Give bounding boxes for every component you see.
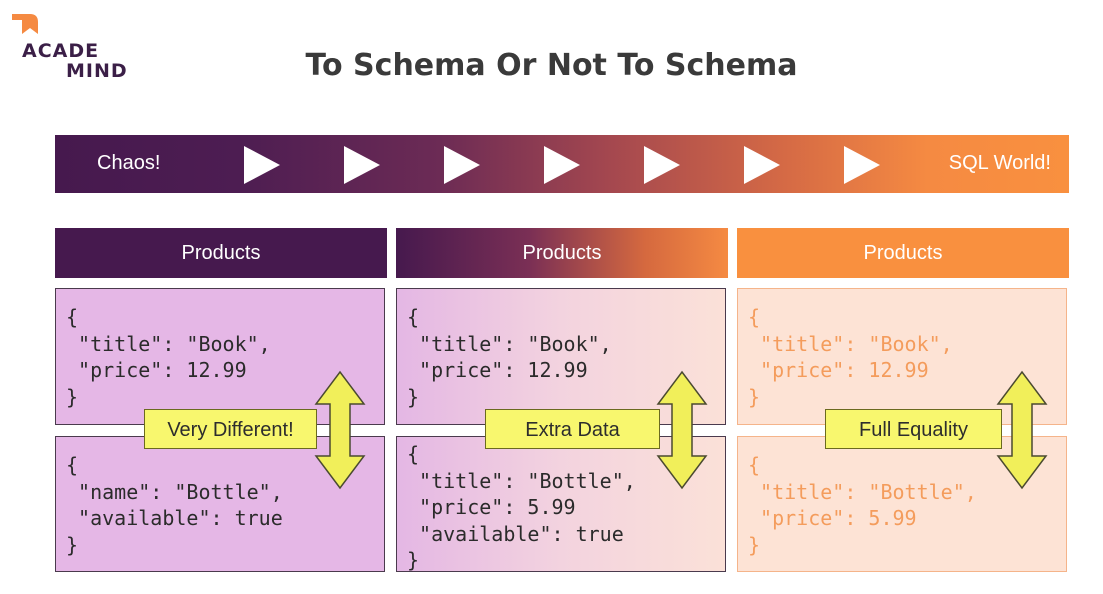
- double-arrow-icon: [314, 370, 366, 490]
- play-icon: [544, 146, 580, 184]
- comparison-label: Extra Data: [485, 409, 660, 449]
- document-card: { "title": "Bottle", "price": 5.99 "avai…: [396, 436, 726, 572]
- logo-text-line1: ACADE: [22, 40, 100, 62]
- logo-text-line2: MIND: [66, 60, 128, 82]
- scale-left-label: Chaos!: [97, 152, 161, 174]
- page-title: To Schema Or Not To Schema: [305, 48, 798, 83]
- schema-scale-bar: Chaos! SQL World!: [55, 135, 1069, 193]
- play-icon: [744, 146, 780, 184]
- double-arrow-icon: [656, 370, 708, 490]
- double-arrow-icon: [996, 370, 1048, 490]
- play-icon: [244, 146, 280, 184]
- document-card: { "title": "Bottle", "price": 5.99 }: [737, 436, 1067, 572]
- logo-bookmark-icon: [12, 14, 38, 34]
- document-card: { "title": "Book", "price": 12.99 }: [55, 288, 385, 425]
- column-header-products: Products: [55, 228, 387, 278]
- play-icon: [644, 146, 680, 184]
- column-header-products: Products: [396, 228, 728, 278]
- comparison-label: Very Different!: [144, 409, 317, 449]
- comparison-label: Full Equality: [825, 409, 1002, 449]
- play-icon: [444, 146, 480, 184]
- academind-logo: ACADE MIND: [10, 12, 140, 82]
- play-icon: [844, 146, 880, 184]
- scale-right-label: SQL World!: [948, 152, 1051, 174]
- play-icon: [344, 146, 380, 184]
- column-header-products: Products: [737, 228, 1069, 278]
